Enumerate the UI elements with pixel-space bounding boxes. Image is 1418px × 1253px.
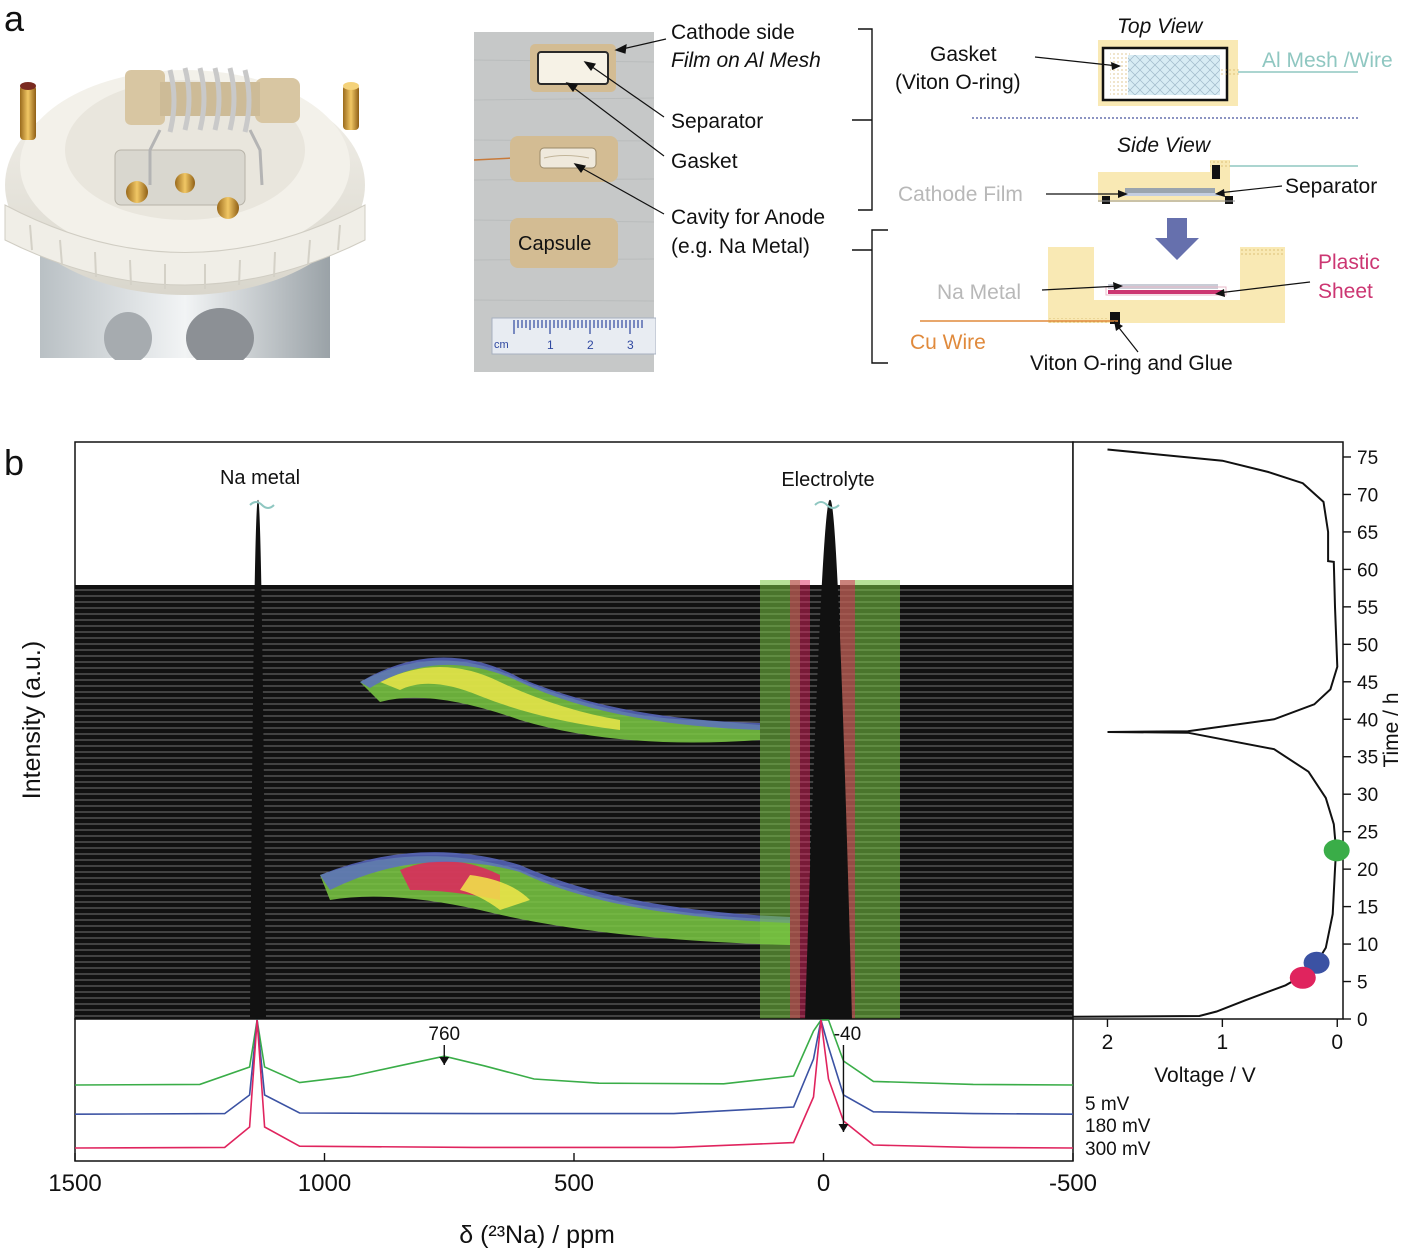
cell-schematic [920, 40, 1360, 353]
ppm-tick-label-4: -500 [1049, 1170, 1097, 1197]
ppm-tick-label-0: 1500 [48, 1170, 101, 1197]
time-tick-label-12: 60 [1357, 560, 1378, 581]
ppm-tick-label-2: 500 [554, 1170, 594, 1197]
ppm-axis-label: δ (²³Na) / ppm [459, 1221, 615, 1249]
marker-blue [1303, 951, 1330, 974]
label-gasket: Gasket [930, 43, 997, 66]
stacked-spectra-plot: Na metal Electrolyte [74, 441, 1074, 1020]
voltage-tick-label-2: 0 [1331, 1031, 1343, 1054]
time-tick-label-3: 15 [1357, 898, 1378, 919]
label-plastic: Plastic [1318, 251, 1380, 274]
time-tick-label-6: 30 [1357, 785, 1378, 806]
callout-film-on-al-mesh: Film on Al Mesh [671, 49, 821, 72]
label-top-view: Top View [1117, 15, 1203, 38]
probe-photo [4, 67, 366, 360]
spectrum-line-0 [74, 1019, 1074, 1086]
annotation-0: 760 [428, 1024, 460, 1045]
label-viton-oring-glue: Viton O-ring and Glue [1030, 352, 1233, 375]
capsule-label: Capsule [518, 233, 591, 255]
time-tick-label-13: 65 [1357, 523, 1378, 544]
time-axis-label: Time / h [1380, 692, 1403, 767]
label-sheet: Sheet [1318, 280, 1373, 303]
callout-cathode-side: Cathode side [671, 21, 795, 44]
label-cu-wire: Cu Wire [910, 331, 986, 354]
time-tick-label-14: 70 [1357, 485, 1378, 506]
label-al-mesh-wire: Al Mesh /Wire [1262, 49, 1393, 72]
label-cathode-film: Cathode Film [898, 183, 1023, 206]
peak-label-na-metal: Na metal [220, 467, 300, 489]
ruler-unit: cm [494, 339, 509, 351]
time-tick-label-5: 25 [1357, 823, 1378, 844]
ppm-tick-label-1: 1000 [298, 1170, 351, 1197]
marker-red [1289, 966, 1316, 989]
capsule-photo: Capsule cm 1 2 3 [474, 32, 656, 372]
voltage-tick-label-0: 2 [1102, 1031, 1114, 1054]
marker-green [1323, 839, 1350, 862]
time-tick-label-1: 5 [1357, 973, 1368, 994]
panel-letter-b: b [4, 442, 25, 483]
ruler-tick-3: 3 [627, 338, 634, 352]
annotation-arrowhead-1 [838, 1124, 849, 1132]
peak-label-electrolyte: Electrolyte [781, 469, 874, 491]
ruler-tick-1: 1 [547, 338, 554, 352]
annotation-1: -40 [834, 1024, 861, 1045]
annotation-arrowhead-0 [439, 1057, 450, 1065]
callout-leaders [565, 28, 888, 364]
nmr-figure: Na metal Electrolyte Intensity (a.u.) 76… [18, 441, 1403, 1249]
time-tick-label-2: 10 [1357, 935, 1378, 956]
time-tick-label-15: 75 [1357, 448, 1378, 469]
legend-2: 300 mV [1085, 1139, 1151, 1160]
callout-separator: Separator [671, 110, 764, 133]
label-separator-schematic: Separator [1285, 175, 1378, 198]
time-tick-label-8: 40 [1357, 710, 1378, 731]
ppm-tick-label-3: 0 [817, 1170, 830, 1197]
intensity-axis-label: Intensity (a.u.) [18, 641, 46, 799]
callout-eg-na-metal: (e.g. Na Metal) [671, 235, 810, 258]
time-tick-label-9: 45 [1357, 673, 1378, 694]
panel-letter-a: a [4, 0, 25, 39]
time-tick-label-7: 35 [1357, 748, 1378, 769]
spectrum-line-1 [74, 1019, 1074, 1115]
time-tick-label-4: 20 [1357, 860, 1378, 881]
legend-0: 5 mV [1085, 1094, 1130, 1115]
spectrum-line-2 [74, 1019, 1074, 1149]
time-tick-label-11: 55 [1357, 598, 1378, 619]
voltage-tick-label-1: 1 [1217, 1031, 1229, 1054]
label-na-metal: Na Metal [937, 281, 1022, 304]
legend-1: 180 mV [1085, 1116, 1151, 1137]
label-side-view: Side View [1117, 134, 1211, 157]
voltage-axis-label: Voltage / V [1154, 1064, 1256, 1087]
callout-gasket: Gasket [671, 150, 738, 173]
callout-cavity-for-anode: Cavity for Anode [671, 206, 826, 229]
time-tick-label-0: 0 [1357, 1010, 1368, 1031]
ruler-tick-2: 2 [587, 338, 594, 352]
time-tick-label-10: 50 [1357, 635, 1378, 656]
label-viton-oring: (Viton O-ring) [895, 71, 1021, 94]
